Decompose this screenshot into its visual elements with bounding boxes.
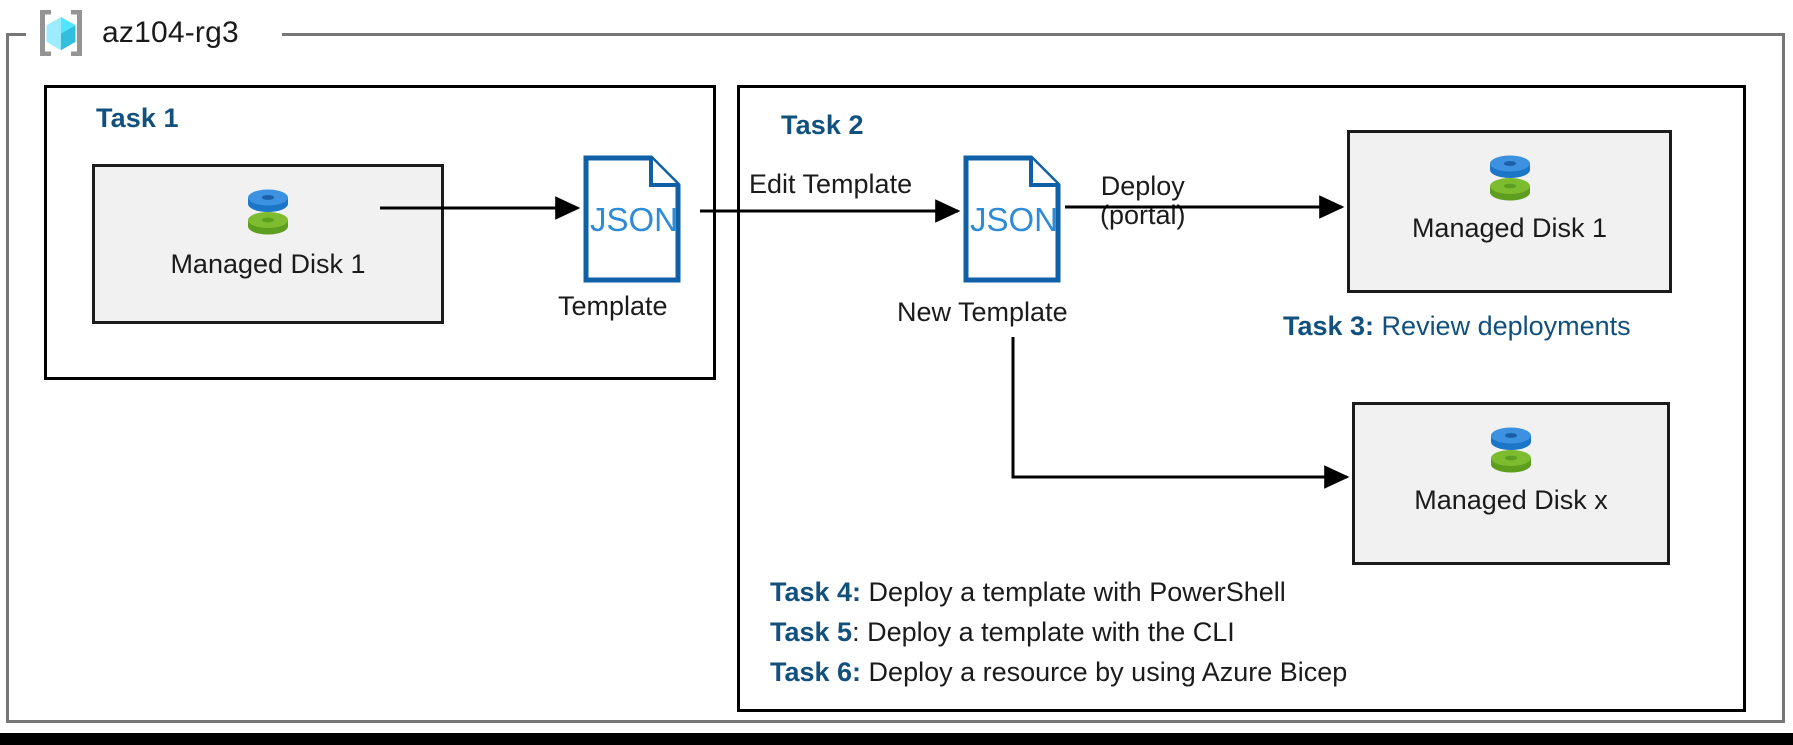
task-1-box [44, 85, 716, 380]
template-caption-task1: Template [558, 291, 668, 321]
managed-disk-icon [237, 179, 299, 241]
svg-text:JSON: JSON [970, 201, 1058, 238]
task-2-label: Task 2 [781, 110, 864, 140]
task-4-text: Task 4: Deploy a template with PowerShel… [770, 579, 1286, 606]
task-6-description: Deploy a resource by using Azure Bicep [861, 657, 1348, 687]
azure-resource-group-icon [34, 6, 88, 60]
managed-disk-x-label-task2: Managed Disk x [1414, 485, 1608, 515]
task-4-key: Task 4: [770, 577, 862, 607]
task-2-box [737, 85, 1746, 712]
task-5-key: Task 5 [770, 617, 853, 647]
managed-disk-1-label-task1: Managed Disk 1 [170, 249, 366, 279]
resource-group-name: az104-rg3 [102, 16, 239, 49]
deploy-arrow-label-line1: Deploy [1100, 171, 1185, 201]
deploy-arrow-label: Deploy (portal) [1100, 171, 1186, 231]
task-3-text: Task 3: Review deployments [1283, 313, 1631, 340]
edit-template-arrow-label: Edit Template [749, 169, 913, 199]
managed-disk-1-label-task2: Managed Disk 1 [1411, 213, 1608, 243]
resource-group-frame [6, 33, 1785, 723]
managed-disk-icon [1479, 145, 1541, 207]
task-3-key: Task 3: [1283, 311, 1375, 341]
task-5-text: Task 5: Deploy a template with the CLI [770, 619, 1235, 646]
task-3-description: Review deployments [1374, 311, 1631, 341]
resource-group-title-gap [26, 26, 282, 44]
managed-disk-icon [1480, 417, 1542, 479]
svg-text:JSON: JSON [590, 201, 678, 238]
new-template-caption-task2: New Template [897, 297, 1068, 327]
managed-disk-1-card-task1: Managed Disk 1 [92, 164, 444, 324]
managed-disk-1-card-task2: Managed Disk 1 [1347, 130, 1672, 293]
task-6-text: Task 6: Deploy a resource by using Azure… [770, 659, 1347, 686]
task-5-description: : Deploy a template with the CLI [852, 617, 1235, 647]
task-4-description: Deploy a template with PowerShell [861, 577, 1286, 607]
task-1-label: Task 1 [96, 103, 179, 133]
task-6-key: Task 6: [770, 657, 862, 687]
bottom-black-bar [0, 733, 1793, 745]
deploy-arrow-label-line2: (portal) [1100, 200, 1186, 231]
managed-disk-x-card-task2: Managed Disk x [1352, 402, 1670, 565]
resource-group-title: az104-rg3 [34, 3, 239, 63]
